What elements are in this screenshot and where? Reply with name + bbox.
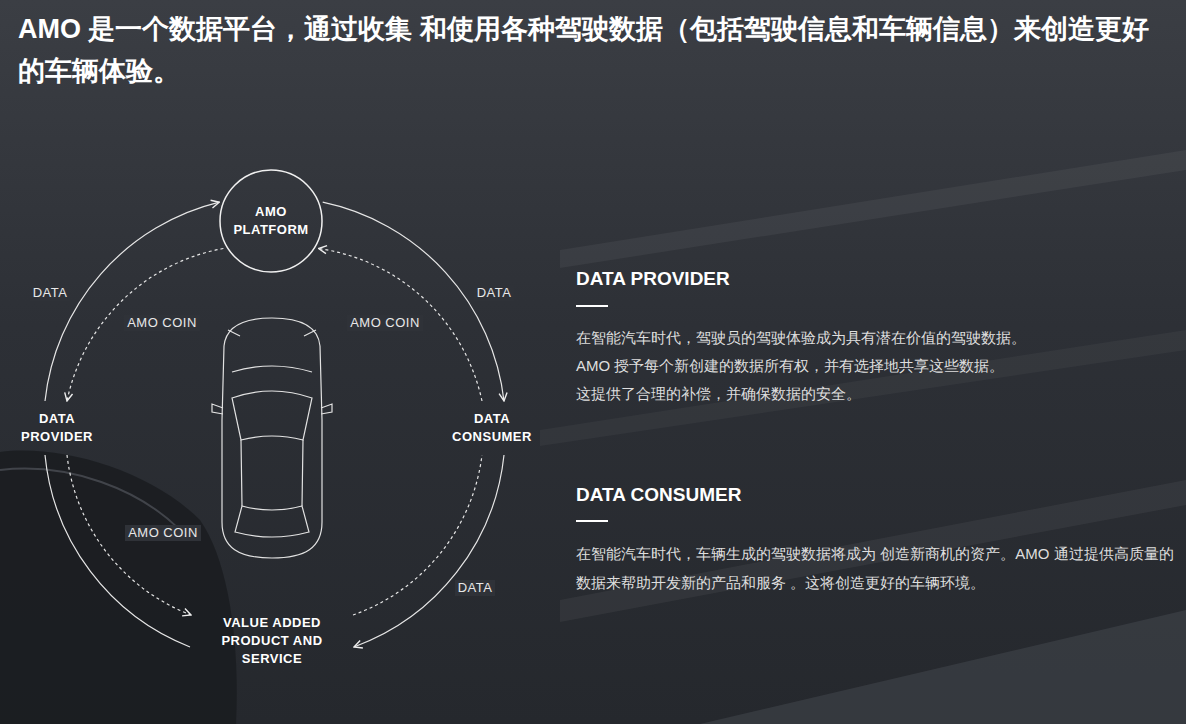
data-flow-arrow (45, 455, 190, 647)
node-text: DATA CONSUMER (440, 410, 545, 446)
text-stack: AMO PLATFORM (227, 203, 315, 239)
edge-label: AMO COIN (124, 315, 200, 331)
coin-flow-arrow (319, 249, 482, 402)
car-mirror (212, 404, 332, 414)
page-title: AMO 是一个数据平台，通过收集 和使用各种驾驶数据（包括驾驶信息和车辆信息）来… (18, 8, 1168, 92)
data-flow-arrow (323, 202, 504, 401)
edge-label: DATA (30, 285, 71, 301)
heading-rule (576, 305, 608, 307)
car-body (222, 318, 322, 558)
node-text: VALUE ADDED PRODUCT AND SERVICE (202, 614, 342, 668)
edge-label: AMO COIN (125, 525, 201, 541)
role-node: VALUE ADDED PRODUCT AND SERVICE (196, 610, 348, 672)
motion-streak (560, 150, 1186, 268)
circle-outline (219, 169, 323, 273)
node-text: AMO PLATFORM (227, 203, 315, 239)
car-outline (212, 318, 332, 558)
edge-label: DATA (474, 285, 515, 301)
section-heading: DATA PROVIDER (576, 266, 730, 292)
car-headlight (228, 330, 316, 336)
coin-flow-arrow (67, 249, 223, 402)
role-node: DATA CONSUMER (434, 406, 551, 450)
heading-rule (576, 520, 608, 522)
body-text: 这提供了合理的补偿，并确保数据的安全。 (576, 382, 861, 406)
car-hood-line (232, 366, 312, 372)
car-rear-window (235, 506, 309, 537)
body-text: 在智能汽车时代，驾驶员的驾驶体验成为具有潜在价值的驾驶数据。 (576, 326, 1026, 350)
circle-stroke (220, 170, 322, 272)
data-flow-arrow (45, 202, 219, 401)
motion-streak (560, 480, 1186, 622)
body-text: 在智能汽车时代，车辆生成的驾驶数据将成为 创造新商机的资产。AMO 通过提供高质… (576, 539, 1181, 597)
data-flow-arrow (354, 455, 504, 647)
role-node: DATA PROVIDER (1, 406, 113, 450)
car-windshield (232, 391, 312, 440)
car-roof-line (241, 440, 303, 506)
road-band (700, 610, 1186, 724)
body-text: AMO 授予每个新创建的数据所有权，并有选择地共享这些数据。 (576, 354, 1004, 378)
node-text: DATA PROVIDER (7, 410, 107, 446)
text-stack: DATA PROVIDER (7, 410, 107, 446)
text-stack: DATA CONSUMER (440, 410, 545, 446)
edge-label: AMO COIN (347, 315, 423, 331)
edge-label: DATA (455, 580, 496, 596)
text-stack: VALUE ADDED PRODUCT AND SERVICE (202, 614, 342, 668)
motion-streak (540, 330, 1186, 446)
platform-circle: AMO PLATFORM (219, 169, 323, 273)
section-heading: DATA CONSUMER (576, 482, 741, 508)
car-silhouette (0, 451, 237, 724)
car-highlight (0, 469, 180, 530)
